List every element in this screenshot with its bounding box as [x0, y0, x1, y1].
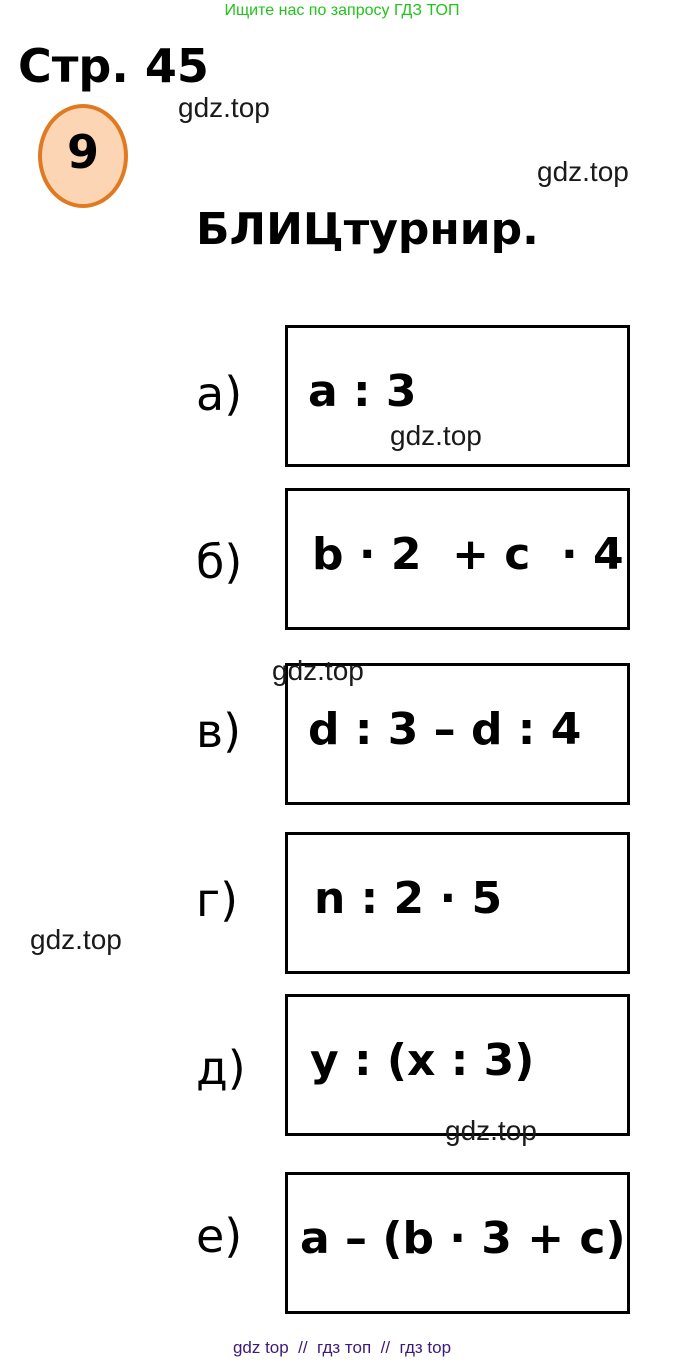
search-banner: Ищите нас по запросу ГДЗ ТОП	[224, 2, 460, 19]
task-number: 9	[66, 125, 99, 179]
expression-box-e: y : (x : 3)	[285, 994, 630, 1136]
expression-a: a : 3	[308, 366, 417, 417]
item-label-d: г)	[196, 873, 239, 927]
watermark: gdz.top	[30, 924, 122, 955]
item-label-c: в)	[196, 704, 242, 758]
item-label-e: д)	[196, 1041, 246, 1095]
expression-box-d: n : 2 · 5	[285, 832, 630, 974]
expression-box-a: a : 3	[285, 325, 630, 467]
watermark: gdz.top	[445, 1115, 537, 1146]
item-label-f: е)	[196, 1209, 243, 1263]
expression-box-f: a – (b · 3 + c)	[285, 1172, 630, 1314]
watermark: gdz.top	[272, 655, 364, 686]
expression-b: b · 2 + c · 4	[312, 529, 624, 580]
watermark: gdz.top	[537, 156, 629, 187]
task-number-badge: 9	[38, 104, 128, 208]
item-label-a: а)	[196, 367, 243, 421]
expression-box-c: d : 3 – d : 4	[285, 663, 630, 805]
expression-box-b: b · 2 + c · 4	[285, 488, 630, 630]
expression-d: n : 2 · 5	[314, 873, 503, 924]
expression-c: d : 3 – d : 4	[308, 704, 582, 755]
watermark: gdz.top	[390, 420, 482, 451]
expression-f: a – (b · 3 + c)	[300, 1213, 626, 1264]
item-label-b: б)	[196, 535, 243, 589]
footer-links: gdz top // гдз топ // гдз top	[232, 1338, 452, 1357]
expression-e: y : (x : 3)	[310, 1035, 535, 1086]
page-number: Стр. 45	[18, 39, 209, 93]
watermark: gdz.top	[178, 92, 270, 123]
section-heading: БЛИЦтурнир.	[196, 204, 539, 255]
